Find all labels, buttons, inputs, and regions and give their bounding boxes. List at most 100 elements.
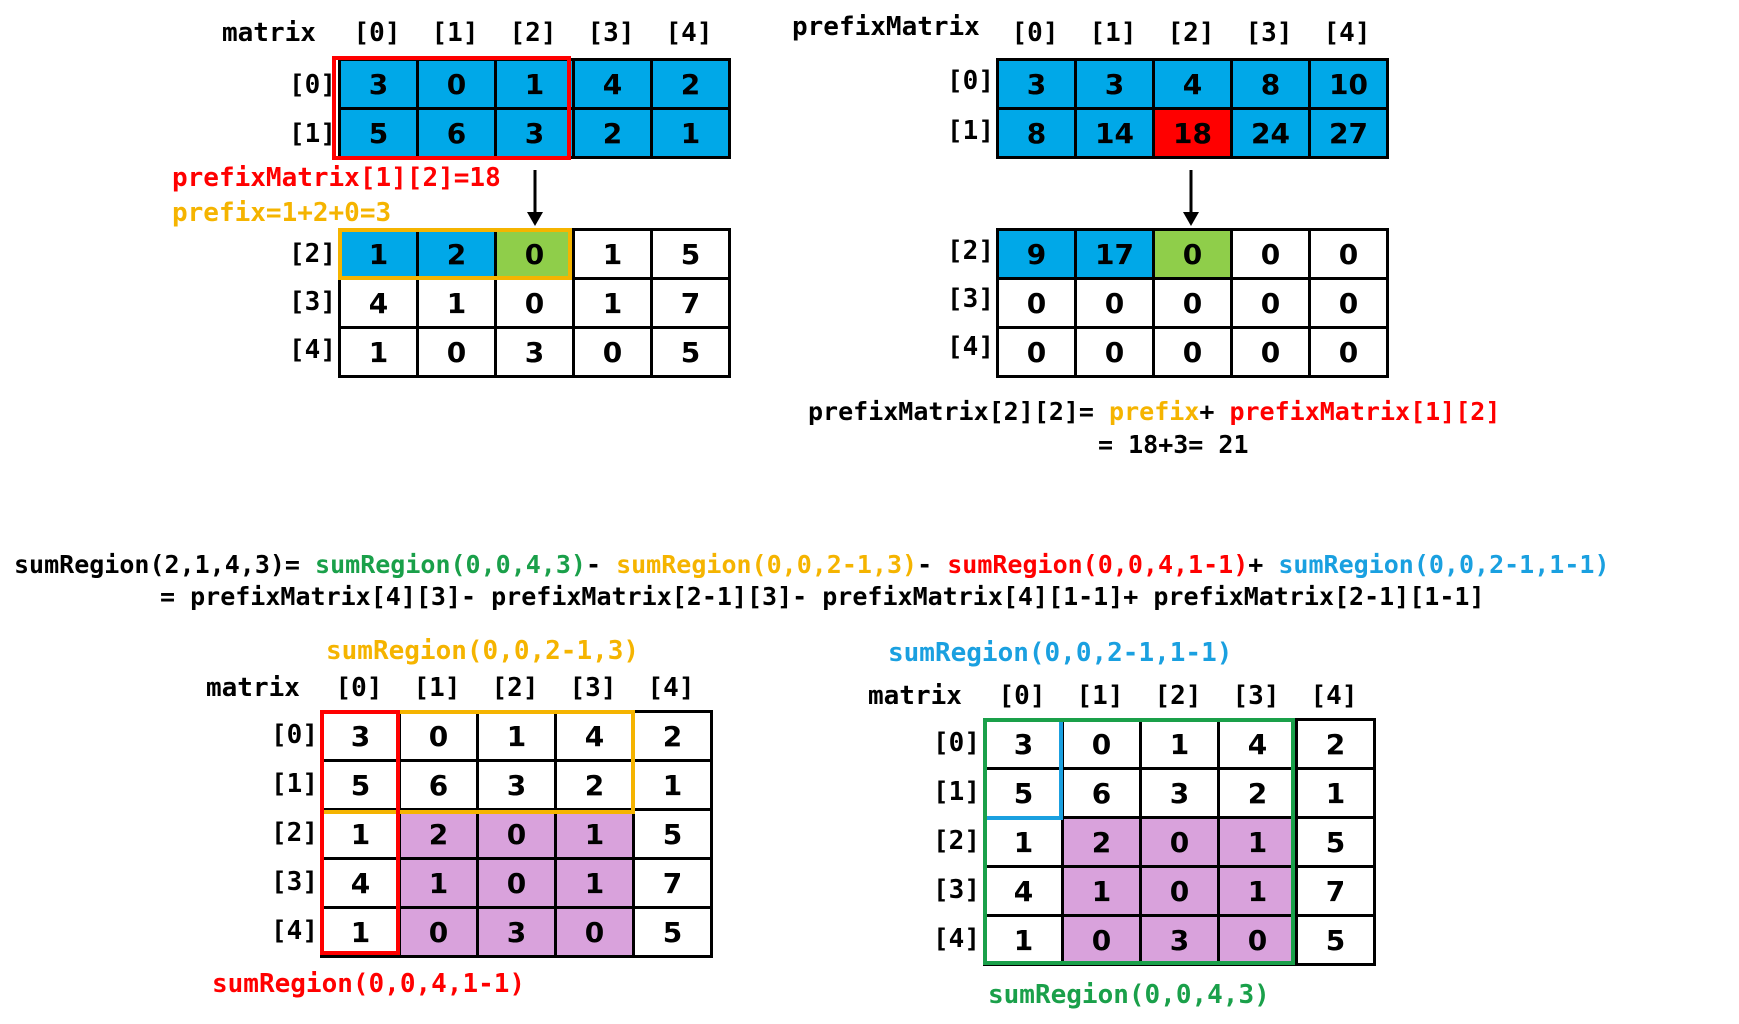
grid-cell: 4 xyxy=(1152,58,1233,110)
grid-cell: 1 xyxy=(494,58,575,110)
col-header: [1] xyxy=(1076,681,1124,711)
grid-cell: 7 xyxy=(632,857,713,909)
grid-cell: 4 xyxy=(1217,718,1298,770)
row-header: [4] xyxy=(271,916,318,946)
row-header: [3] xyxy=(289,287,336,317)
grid-cell: 0 xyxy=(416,326,497,378)
formula-lhs: prefixMatrix[2][2]= xyxy=(808,397,1094,426)
col-header: [4] xyxy=(1310,681,1358,711)
grid-cell: 7 xyxy=(650,277,731,329)
caption-green: sumRegion(0,0,4,3) xyxy=(988,980,1270,1010)
grid-cell: 24 xyxy=(1230,107,1311,159)
row-header: [1] xyxy=(947,116,994,146)
sum-region-equation-expanded: = prefixMatrix[4][3]- prefixMatrix[2-1][… xyxy=(160,582,1485,611)
grid-cell: 0 xyxy=(476,857,557,909)
grid-cell: 0 xyxy=(1152,326,1233,378)
grid-cell: 0 xyxy=(1230,228,1311,280)
grid-cell: 0 xyxy=(1152,277,1233,329)
col-header: [1] xyxy=(1089,18,1137,48)
row-header: [4] xyxy=(933,924,980,954)
formula-plus: + xyxy=(1199,397,1230,426)
prefix-formula: prefixMatrix[2][2]= prefix+ prefixMatrix… xyxy=(808,397,1500,427)
prefix-matrix-title: prefixMatrix xyxy=(792,12,980,42)
row-header: [2] xyxy=(271,818,318,848)
grid-cell: 14 xyxy=(1074,107,1155,159)
note-prefix-sum: prefix=1+2+0=3 xyxy=(172,198,392,228)
grid-cell: 27 xyxy=(1308,107,1389,159)
grid-cell: 3 xyxy=(476,759,557,811)
grid-cell: 6 xyxy=(1061,767,1142,819)
grid-cell: 4 xyxy=(554,710,635,762)
grid-cell: 1 xyxy=(983,816,1064,868)
grid-cell: 1 xyxy=(1139,718,1220,770)
grid-cell: 0 xyxy=(1230,326,1311,378)
grid-cell: 0 xyxy=(1074,277,1155,329)
grid-cell: 0 xyxy=(1074,326,1155,378)
grid-cell: 9 xyxy=(996,228,1077,280)
grid-cell: 8 xyxy=(996,107,1077,159)
grid-cell: 0 xyxy=(1217,914,1298,966)
equation-term-1: sumRegion(0,0,4,3) xyxy=(299,550,586,579)
col-header: [0] xyxy=(335,673,383,703)
grid-cell: 1 xyxy=(398,857,479,909)
matrix-title: matrix xyxy=(222,18,316,48)
grid-cell: 1 xyxy=(1217,865,1298,917)
row-header: [1] xyxy=(289,119,336,149)
grid-cell: 0 xyxy=(494,228,575,280)
col-header: [3] xyxy=(1232,681,1280,711)
matrix-title: matrix xyxy=(868,681,962,711)
formula-prefix: prefix xyxy=(1093,397,1200,426)
equation-op-3: + xyxy=(1248,550,1264,579)
grid-cell: 1 xyxy=(1295,767,1376,819)
grid-cell: 3 xyxy=(320,710,401,762)
col-header: [4] xyxy=(665,18,713,48)
row-header: [4] xyxy=(947,332,994,362)
grid-cell: 0 xyxy=(554,906,635,958)
row-header: [2] xyxy=(289,239,336,269)
row-header: [3] xyxy=(947,284,994,314)
col-header: [0] xyxy=(353,18,401,48)
grid-cell: 4 xyxy=(983,865,1064,917)
grid-cell: 3 xyxy=(996,58,1077,110)
col-header: [1] xyxy=(431,18,479,48)
grid-cell: 5 xyxy=(1295,914,1376,966)
equation-term-3: sumRegion(0,0,4,1-1) xyxy=(932,550,1249,579)
grid-cell: 1 xyxy=(572,277,653,329)
grid-cell: 0 xyxy=(1308,326,1389,378)
grid-cell: 5 xyxy=(983,767,1064,819)
grid-cell: 2 xyxy=(416,228,497,280)
grid-cell: 6 xyxy=(416,107,497,159)
grid-cell: 2 xyxy=(1217,767,1298,819)
grid-cell: 1 xyxy=(632,759,713,811)
row-header: [4] xyxy=(289,335,336,365)
row-header: [0] xyxy=(289,70,336,100)
grid-cell: 1 xyxy=(338,228,419,280)
grid-cell: 2 xyxy=(632,710,713,762)
grid-cell: 1 xyxy=(476,710,557,762)
grid-cell: 0 xyxy=(996,277,1077,329)
note-prefix-matrix: prefixMatrix[1][2]=18 xyxy=(172,163,501,193)
grid-cell: 5 xyxy=(320,759,401,811)
grid-cell: 0 xyxy=(996,326,1077,378)
col-header: [0] xyxy=(998,681,1046,711)
grid-cell: 5 xyxy=(338,107,419,159)
grid-cell: 1 xyxy=(320,906,401,958)
col-header: [2] xyxy=(1167,18,1215,48)
grid-cell: 3 xyxy=(476,906,557,958)
grid-cell: 3 xyxy=(1139,767,1220,819)
row-header: [2] xyxy=(947,236,994,266)
col-header: [2] xyxy=(509,18,557,48)
equation-term-2: sumRegion(0,0,2-1,3) xyxy=(601,550,918,579)
grid-cell: 3 xyxy=(983,718,1064,770)
grid-cell: 1 xyxy=(338,326,419,378)
grid-cell: 3 xyxy=(1074,58,1155,110)
grid-cell: 2 xyxy=(572,107,653,159)
grid-cell: 3 xyxy=(338,58,419,110)
col-header: [4] xyxy=(1323,18,1371,48)
grid-cell: 0 xyxy=(416,58,497,110)
grid-cell: 0 xyxy=(1308,277,1389,329)
equation-op-2: - xyxy=(917,550,933,579)
row-header: [1] xyxy=(933,777,980,807)
row-header: [0] xyxy=(933,728,980,758)
